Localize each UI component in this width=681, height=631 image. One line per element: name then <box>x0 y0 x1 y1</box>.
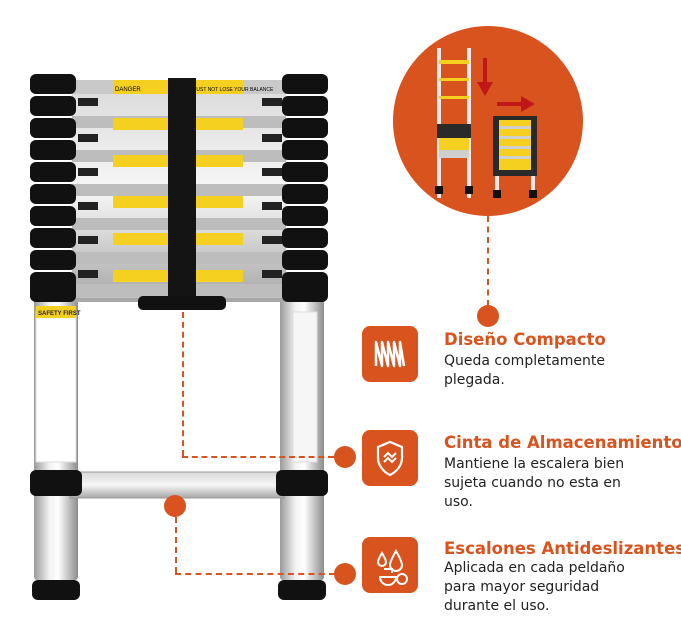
feature-title: Diseño Compacto <box>444 330 606 349</box>
compact-fold-icon <box>362 326 418 382</box>
anti-slip-drops-icon <box>362 537 418 593</box>
storage-strap-shield-icon <box>362 430 418 486</box>
connector-dot-strap <box>334 446 356 468</box>
connector-line-compact <box>487 216 489 306</box>
feature-description: Aplicada en cada peldaño para mayor segu… <box>444 560 625 614</box>
connector-line-strap-h <box>182 456 334 458</box>
feature-compact: Diseño Compacto Queda completamente pleg… <box>362 326 672 396</box>
connector-dot-step <box>164 495 186 517</box>
feature-description: Mantiene la escalera bien sujeta cuando … <box>444 456 625 510</box>
connector-line-step-v <box>175 517 177 573</box>
balance-label: YOU MUST NOT LOSE YOUR BALANCE <box>180 87 274 93</box>
feature-storage-strap: Cinta de Almacenamiento Mantiene la esca… <box>362 430 681 510</box>
connector-line-step-h <box>175 573 335 575</box>
danger-label: DANGER <box>115 87 141 93</box>
connector-dot-step-end <box>334 563 356 585</box>
safety-label: SAFETY FIRST <box>38 311 81 317</box>
feature-description: Queda completamente plegada. <box>444 353 606 388</box>
compact-fold-illustration <box>393 26 583 216</box>
feature-anti-slip: Escalones Antideslizantes Aplicada en ca… <box>362 537 681 617</box>
feature-title: Escalones Antideslizantes <box>444 539 681 558</box>
connector-dot-compact <box>477 305 499 327</box>
connector-line-strap-v <box>182 312 184 456</box>
feature-title: Cinta de Almacenamiento <box>444 433 681 452</box>
